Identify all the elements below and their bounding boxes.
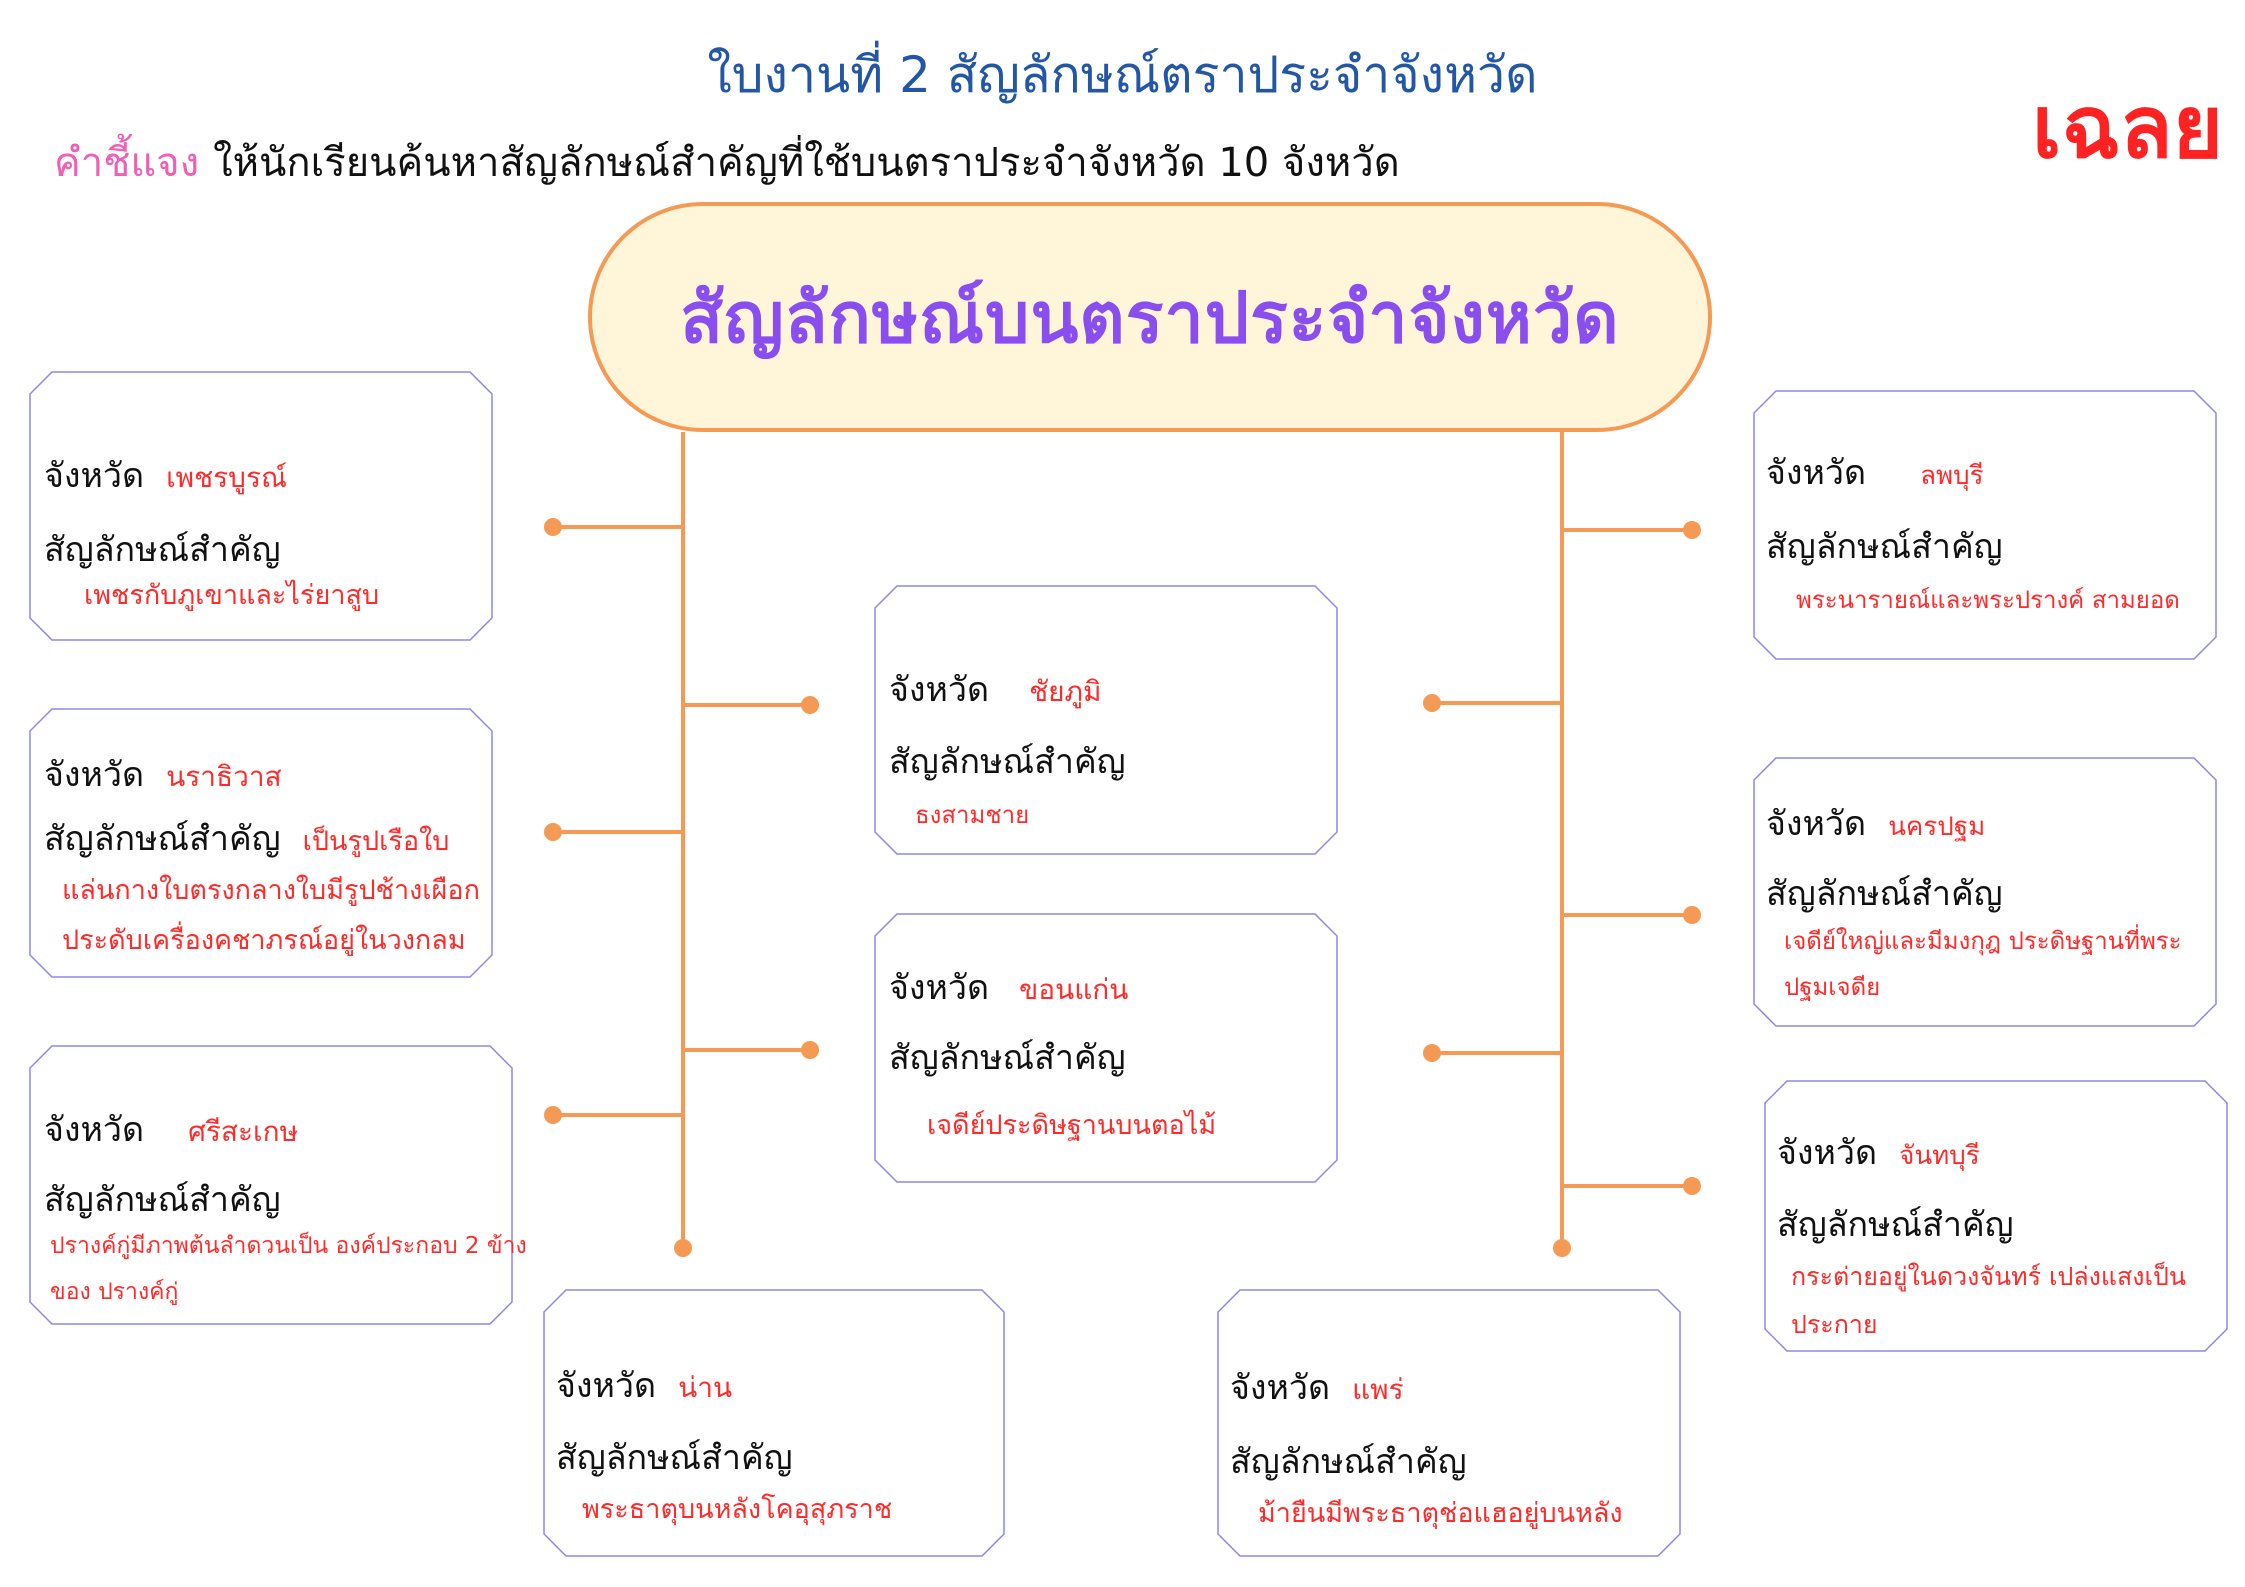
- symbol-text-inline: เป็นรูปเรือใบ: [302, 826, 450, 857]
- card-frame: [874, 913, 1338, 1183]
- symbol-label: สัญลักษณ์สำคัญ: [889, 1038, 1126, 1078]
- instruction-text: ให้นักเรียนค้นหาสัญลักษณ์สำคัญที่ใช้บนตร…: [213, 140, 1400, 186]
- symbol-text-line: เพชรกับภูเขาและไร่ยาสูบ: [84, 580, 380, 611]
- symbol-text-line: พระนารายณ์และพระปรางค์ สามยอด: [1796, 586, 2180, 614]
- province-card-narathiwat: จังหวัด นราธิวาส สัญลักษณ์สำคัญ เป็นรูปเรื…: [28, 707, 494, 979]
- card-frame: [874, 585, 1338, 855]
- province-label: จังหวัด: [889, 670, 990, 710]
- symbol-text-line: ม้ายืนมีพระธาตุช่อแฮอยู่บนหลัง: [1258, 1498, 1623, 1529]
- province-name: จันทบุรี: [1899, 1141, 1980, 1171]
- symbol-text-line: เจดีย์ประดิษฐานบนตอไม้: [927, 1110, 1217, 1141]
- province-card-nakhonpathom: จังหวัด นครปฐม สัญลักษณ์สำคัญ เจดีย์ใหญ่แ…: [1752, 756, 2218, 1028]
- province-label: จังหวัด: [1766, 804, 1867, 844]
- symbol-label: สัญลักษณ์สำคัญ: [44, 819, 281, 859]
- symbol-text-line: กระต่ายอยู่ในดวงจันทร์ เปล่งแสงเป็น: [1791, 1262, 2186, 1291]
- symbol-text-line: เจดีย์ใหญ่และมีมงกุฎ ประดิษฐานที่พระ: [1784, 927, 2182, 955]
- symbol-label: สัญลักษณ์สำคัญ: [889, 742, 1126, 782]
- card-frame: [29, 708, 493, 978]
- symbol-label: สัญลักษณ์สำคัญ: [44, 530, 281, 570]
- province-name: แพร่: [1352, 1373, 1404, 1406]
- province-name: นราธิวาส: [166, 760, 282, 793]
- province-label: จังหวัด: [1777, 1133, 1878, 1173]
- province-name: ศรีสะเกษ: [188, 1115, 299, 1148]
- province-label: จังหวัด: [1766, 453, 1867, 493]
- symbol-text-line: ธงสามชาย: [915, 801, 1030, 829]
- instruction-label: คำชี้แจง: [54, 140, 200, 186]
- center-title-banner: สัญลักษณ์บนตราประจำจังหวัด: [588, 202, 1712, 432]
- card-frame: [1753, 757, 2217, 1027]
- symbol-text-line: พระธาตุบนหลังโคอุสุภราช: [582, 1494, 893, 1525]
- province-card-phrae: จังหวัด แพร่ สัญลักษณ์สำคัญ ม้ายืนมีพระธา…: [1216, 1288, 1682, 1558]
- symbol-label: สัญลักษณ์สำคัญ: [1766, 874, 2003, 914]
- symbol-label: สัญลักษณ์สำคัญ: [1777, 1205, 2014, 1245]
- card-frame: [1217, 1289, 1681, 1557]
- symbol-label: สัญลักษณ์สำคัญ: [1766, 527, 2003, 567]
- province-card-sisaket: จังหวัด ศรีสะเกษ สัญลักษณ์สำคัญ ปรางค์กู่…: [28, 1044, 527, 1326]
- symbol-label: สัญลักษณ์สำคัญ: [1230, 1442, 1467, 1482]
- symbol-text-line: ประดับเครื่องคชาภรณ์อยู่ในวงกลม: [62, 925, 466, 956]
- province-label: จังหวัด: [889, 968, 990, 1008]
- province-label: จังหวัด: [44, 755, 145, 795]
- province-card-khonkaen: จังหวัด ขอนแก่น สัญลักษณ์สำคัญ เจดีย์ประด…: [873, 912, 1339, 1184]
- symbol-text-line: แล่นกางใบตรงกลางใบมีรูปช้างเผือก: [62, 875, 480, 906]
- province-card-lopburi: จังหวัด ลพบุรี สัญลักษณ์สำคัญ พระนารายณ์แ…: [1752, 389, 2218, 661]
- card-frame: [543, 1289, 1005, 1557]
- province-card-nan: จังหวัด น่าน สัญลักษณ์สำคัญ พระธาตุบนหลัง…: [542, 1288, 1006, 1558]
- province-name: ขอนแก่น: [1019, 973, 1129, 1006]
- symbol-text-line: ปรางค์กู่มีภาพต้นลำดวนเป็น องค์ประกอบ 2 …: [50, 1233, 527, 1259]
- symbol-label: สัญลักษณ์สำคัญ: [556, 1438, 793, 1478]
- province-card-phetchabun: จังหวัด เพชรบูรณ์ สัญลักษณ์สำคัญ เพชรกับภ…: [28, 370, 494, 642]
- symbol-text-line: ปฐมเจดีย: [1784, 973, 1881, 1001]
- province-label: จังหวัด: [556, 1366, 657, 1406]
- province-name: นครปฐม: [1888, 812, 1986, 842]
- card-frame: [1753, 390, 2217, 660]
- province-name: น่าน: [678, 1371, 733, 1404]
- province-card-chanthaburi: จังหวัด จันทบุรี สัญลักษณ์สำคัญ กระต่ายอย…: [1763, 1079, 2229, 1353]
- center-title: สัญลักษณ์บนตราประจำจังหวัด: [680, 276, 1620, 359]
- card-frame: [29, 371, 493, 641]
- province-label: จังหวัด: [1230, 1368, 1331, 1408]
- symbol-text-line: ประกาย: [1791, 1310, 1878, 1339]
- province-label: จังหวัด: [44, 456, 145, 496]
- province-card-chaiyaphum: จังหวัด ชัยภูมิ สัญลักษณ์สำคัญ ธงสามชาย: [873, 584, 1339, 856]
- answer-key-label: เฉลย: [2031, 78, 2223, 178]
- instruction: คำชี้แจง ให้นักเรียนค้นหาสัญลักษณ์สำคัญที…: [54, 130, 1400, 194]
- province-name: ชัยภูมิ: [1029, 675, 1102, 708]
- card-frame: [1764, 1080, 2228, 1352]
- province-name: เพชรบูรณ์: [166, 461, 287, 494]
- symbol-label: สัญลักษณ์สำคัญ: [44, 1180, 281, 1220]
- province-label: จังหวัด: [44, 1110, 145, 1150]
- province-name: ลพบุรี: [1920, 461, 1984, 491]
- symbol-text-line: ของ ปรางค์กู่: [50, 1279, 179, 1305]
- card-frame: [29, 1045, 513, 1325]
- worksheet-title: ใบงานที่ 2 สัญลักษณ์ตราประจำจังหวัด: [707, 46, 1538, 104]
